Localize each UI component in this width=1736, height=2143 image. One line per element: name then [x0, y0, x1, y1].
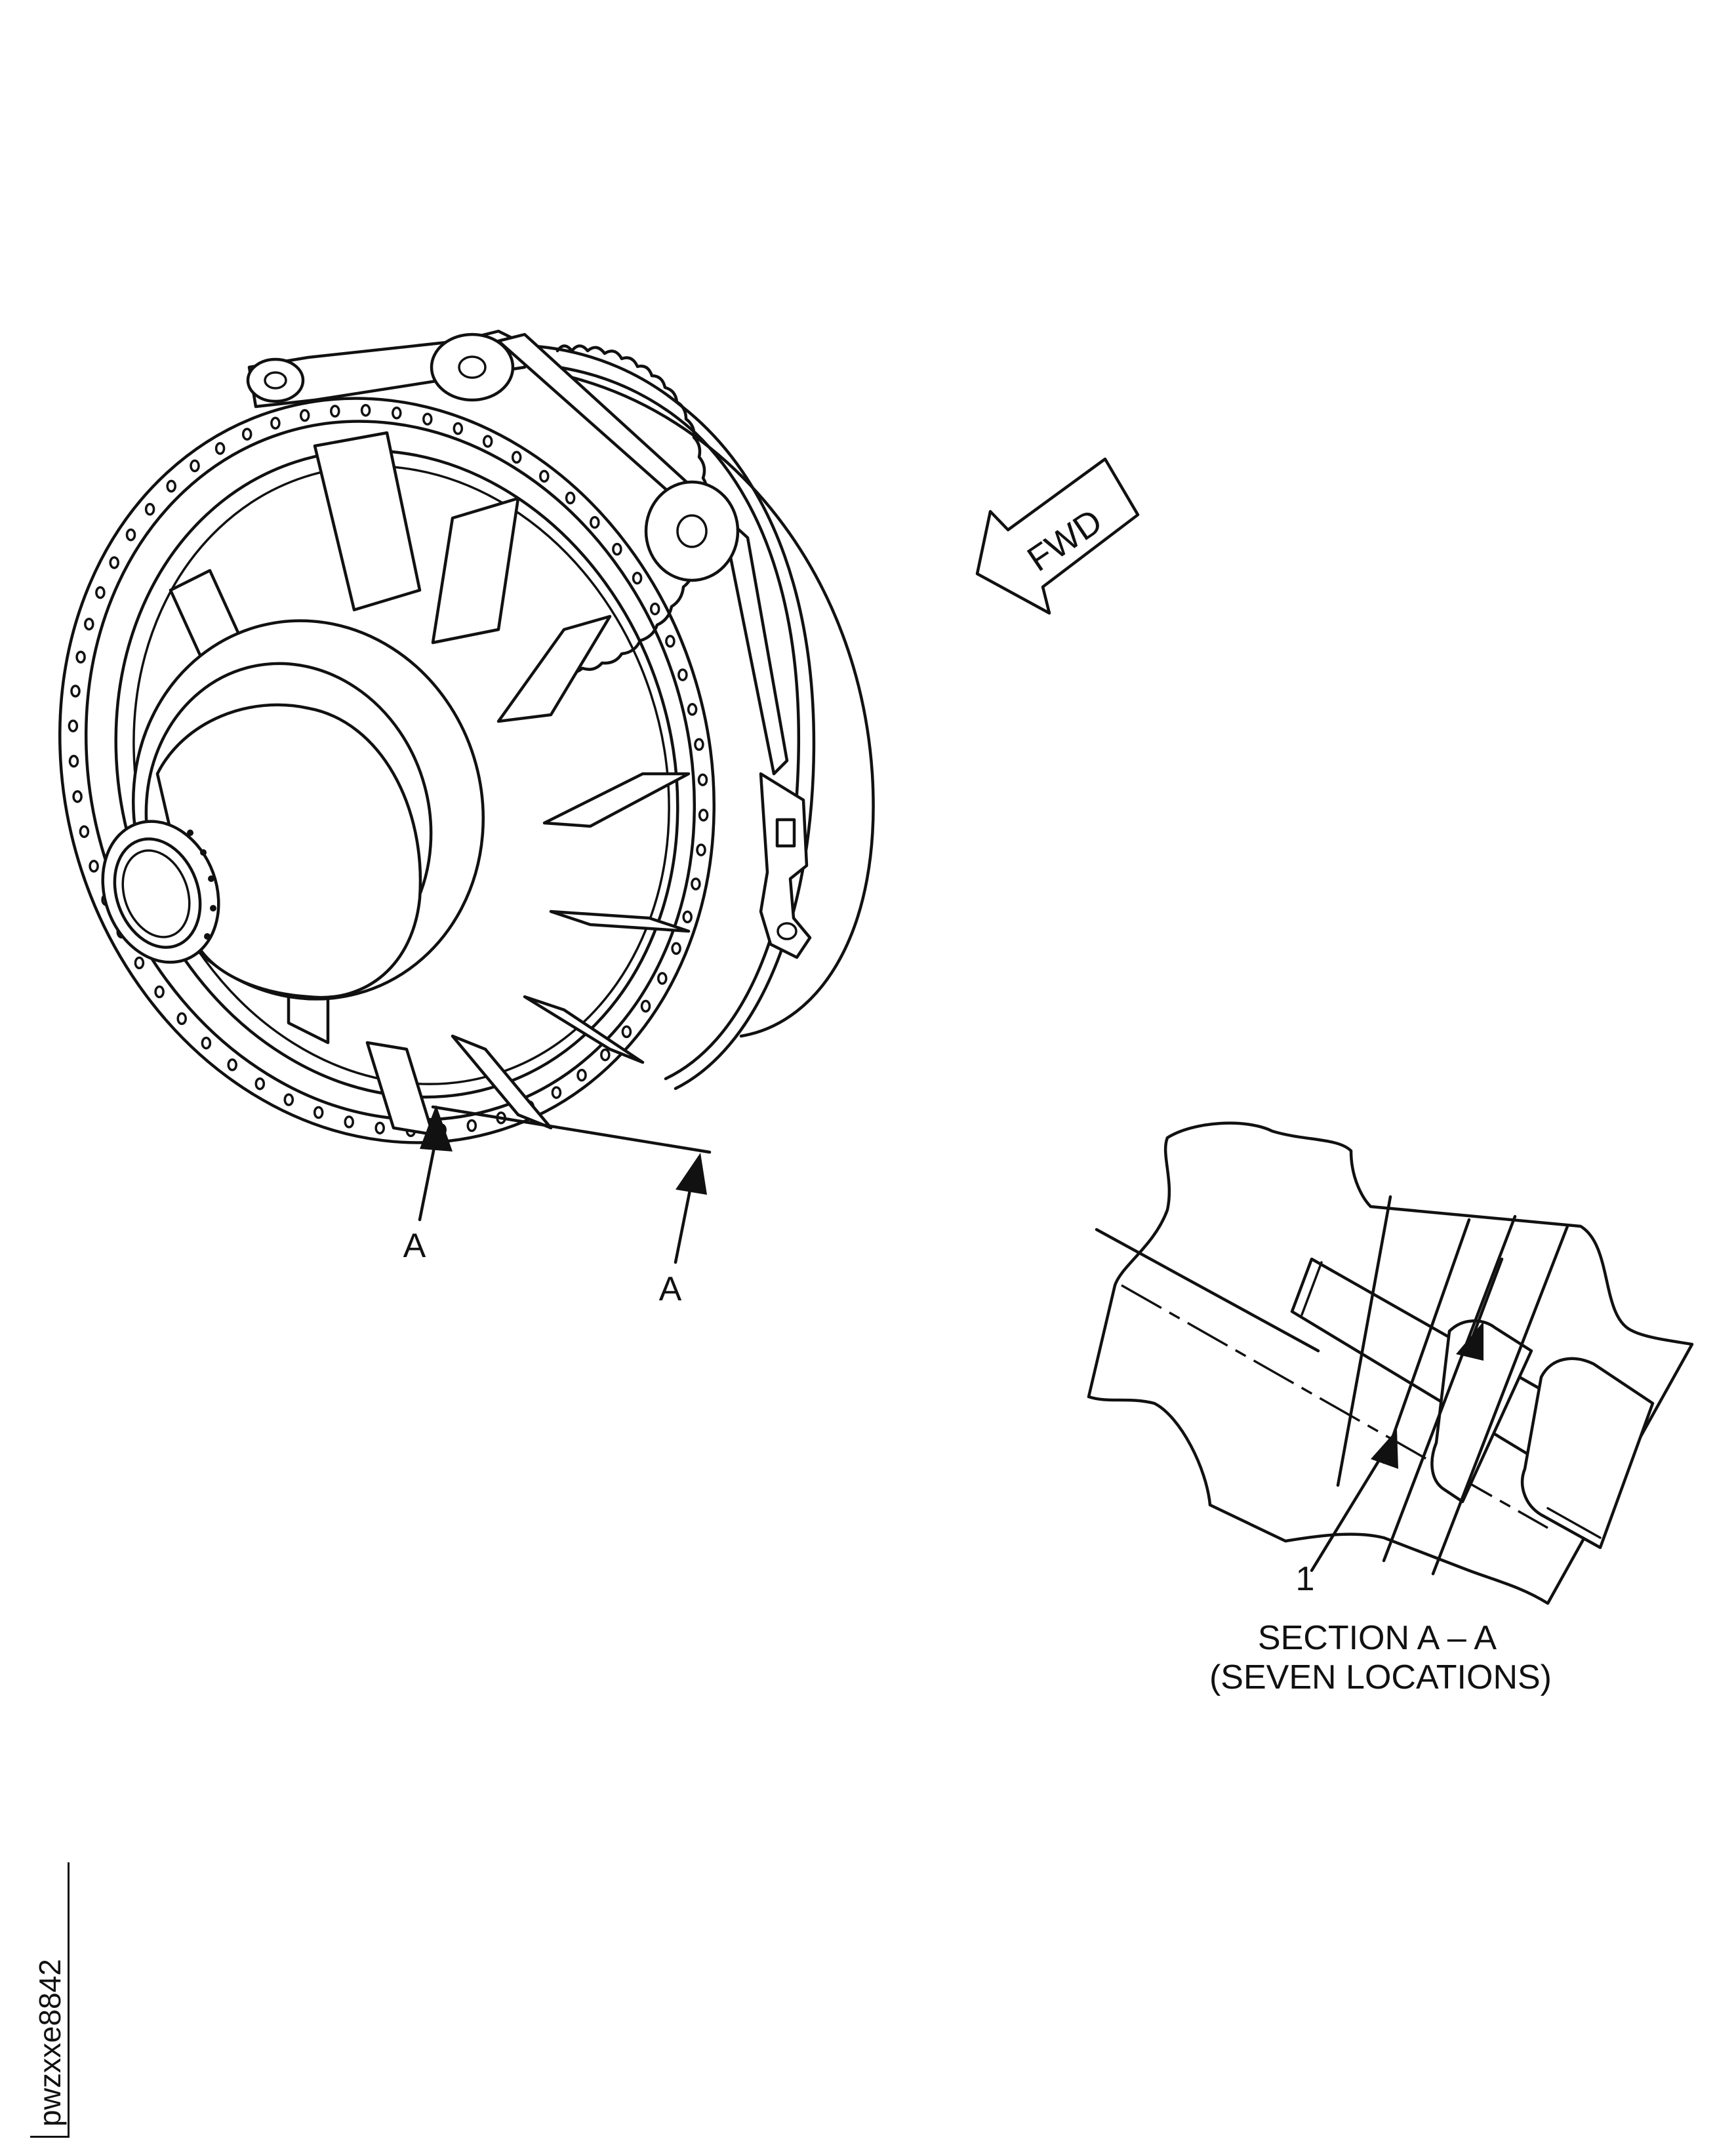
front-flange-outer	[58, 397, 716, 1144]
bolt-hole	[176, 1012, 187, 1026]
outer-case	[392, 344, 816, 1091]
strut	[431, 496, 520, 645]
bolt-hole	[621, 1025, 632, 1039]
fan-frame-assembly	[58, 329, 875, 1264]
bolt-hole	[649, 602, 660, 616]
section-break-outline	[1087, 1121, 1694, 1605]
bolt-hole	[344, 1115, 354, 1129]
bolt-hole	[241, 428, 252, 441]
bolt-hole	[565, 491, 576, 505]
fwd-arrow-outline	[975, 457, 1140, 615]
bolt-hole	[79, 825, 90, 838]
bolt-hole	[551, 1086, 562, 1099]
view-label-a-right: A	[659, 1270, 682, 1308]
bolt-hole	[330, 405, 340, 418]
strut	[549, 910, 691, 933]
bolt-hole	[313, 1106, 324, 1119]
fwd-arrow-icon: FWD	[975, 457, 1140, 615]
item-callout-1: 1	[1296, 1560, 1315, 1598]
top-mount-link	[246, 329, 533, 409]
bolt-hole	[511, 451, 522, 464]
strut	[523, 995, 645, 1064]
section-a-a-detail	[1087, 1121, 1694, 1605]
bolt-hole	[677, 668, 688, 681]
bolt-hole	[696, 843, 706, 856]
section-title: SECTION A – A	[1258, 1619, 1497, 1657]
bolt-hole	[227, 1058, 237, 1072]
bolt-hole	[682, 910, 693, 924]
side-thrust-link	[496, 332, 812, 959]
bolt-hole	[665, 635, 676, 648]
view-label-a-left: A	[403, 1227, 426, 1265]
bolt-hole	[466, 1119, 477, 1132]
bolt-hole	[360, 403, 371, 417]
section-arrow-icon	[1456, 1321, 1484, 1361]
bolt-hole	[283, 1093, 294, 1106]
hub-cone	[155, 703, 422, 999]
bolt-hole	[539, 470, 550, 483]
bolt-hole	[254, 1077, 266, 1091]
section-cut-line	[431, 1105, 712, 1154]
strut	[365, 1041, 435, 1136]
bolt-hole	[691, 877, 701, 891]
bolt-hole	[640, 999, 651, 1013]
center-hub	[101, 619, 485, 1001]
rear-flange-inner	[569, 375, 875, 1038]
bolt-hole	[453, 422, 464, 435]
bolt-hole	[214, 442, 226, 455]
bracket	[759, 772, 812, 959]
strut	[496, 614, 612, 723]
bolt-hole	[600, 1048, 611, 1062]
bolt-hole	[299, 409, 310, 422]
bolt-hole	[694, 738, 704, 751]
bolt-hole	[190, 459, 200, 473]
bolt-hole	[125, 528, 136, 542]
bolt-hole	[134, 956, 145, 970]
bolt-hole	[75, 651, 86, 664]
figure-id: pwzxxe8842	[30, 1862, 70, 2138]
bolt-hole	[68, 755, 79, 768]
bolt-hole	[109, 556, 119, 569]
bolt-hole	[612, 542, 622, 556]
bolt-hole	[201, 1036, 212, 1050]
bolt-hole	[144, 502, 155, 516]
section-arrow-icon	[1371, 1430, 1398, 1469]
bolt-hole	[68, 719, 79, 732]
bolt-hole	[270, 416, 281, 430]
bolt-hole	[657, 972, 668, 985]
flange-bolt-holes	[68, 403, 709, 1138]
bolt-hole	[89, 860, 99, 873]
bolt-head	[1521, 1357, 1655, 1550]
bolt-hole	[374, 1121, 385, 1134]
bolt-hole	[632, 571, 643, 585]
bolt-hole	[698, 809, 709, 822]
hub-nose-chamfer	[121, 849, 191, 938]
bolt-hole	[576, 1068, 587, 1082]
bolt-hole	[671, 942, 681, 955]
bolt-hole	[392, 407, 402, 420]
bolt-hole	[482, 435, 493, 448]
section-subtitle: (SEVEN LOCATIONS)	[1209, 1658, 1552, 1696]
bolt-hole	[697, 773, 708, 786]
bolt-hole	[422, 412, 433, 426]
bolt-hole	[590, 515, 600, 529]
section-arrow-icon	[676, 1153, 707, 1195]
bolt-hole	[84, 617, 94, 631]
bolt-hole	[95, 586, 106, 599]
strut	[542, 772, 691, 828]
strut	[313, 431, 422, 612]
outer-case-band	[418, 362, 801, 1081]
bolt-hole	[70, 685, 81, 698]
bolt-hole	[166, 479, 176, 493]
bolt-hole	[687, 703, 698, 716]
bolt-hole	[72, 790, 83, 803]
section-arrow-icon	[420, 1105, 453, 1152]
bolt-hole	[154, 985, 165, 999]
